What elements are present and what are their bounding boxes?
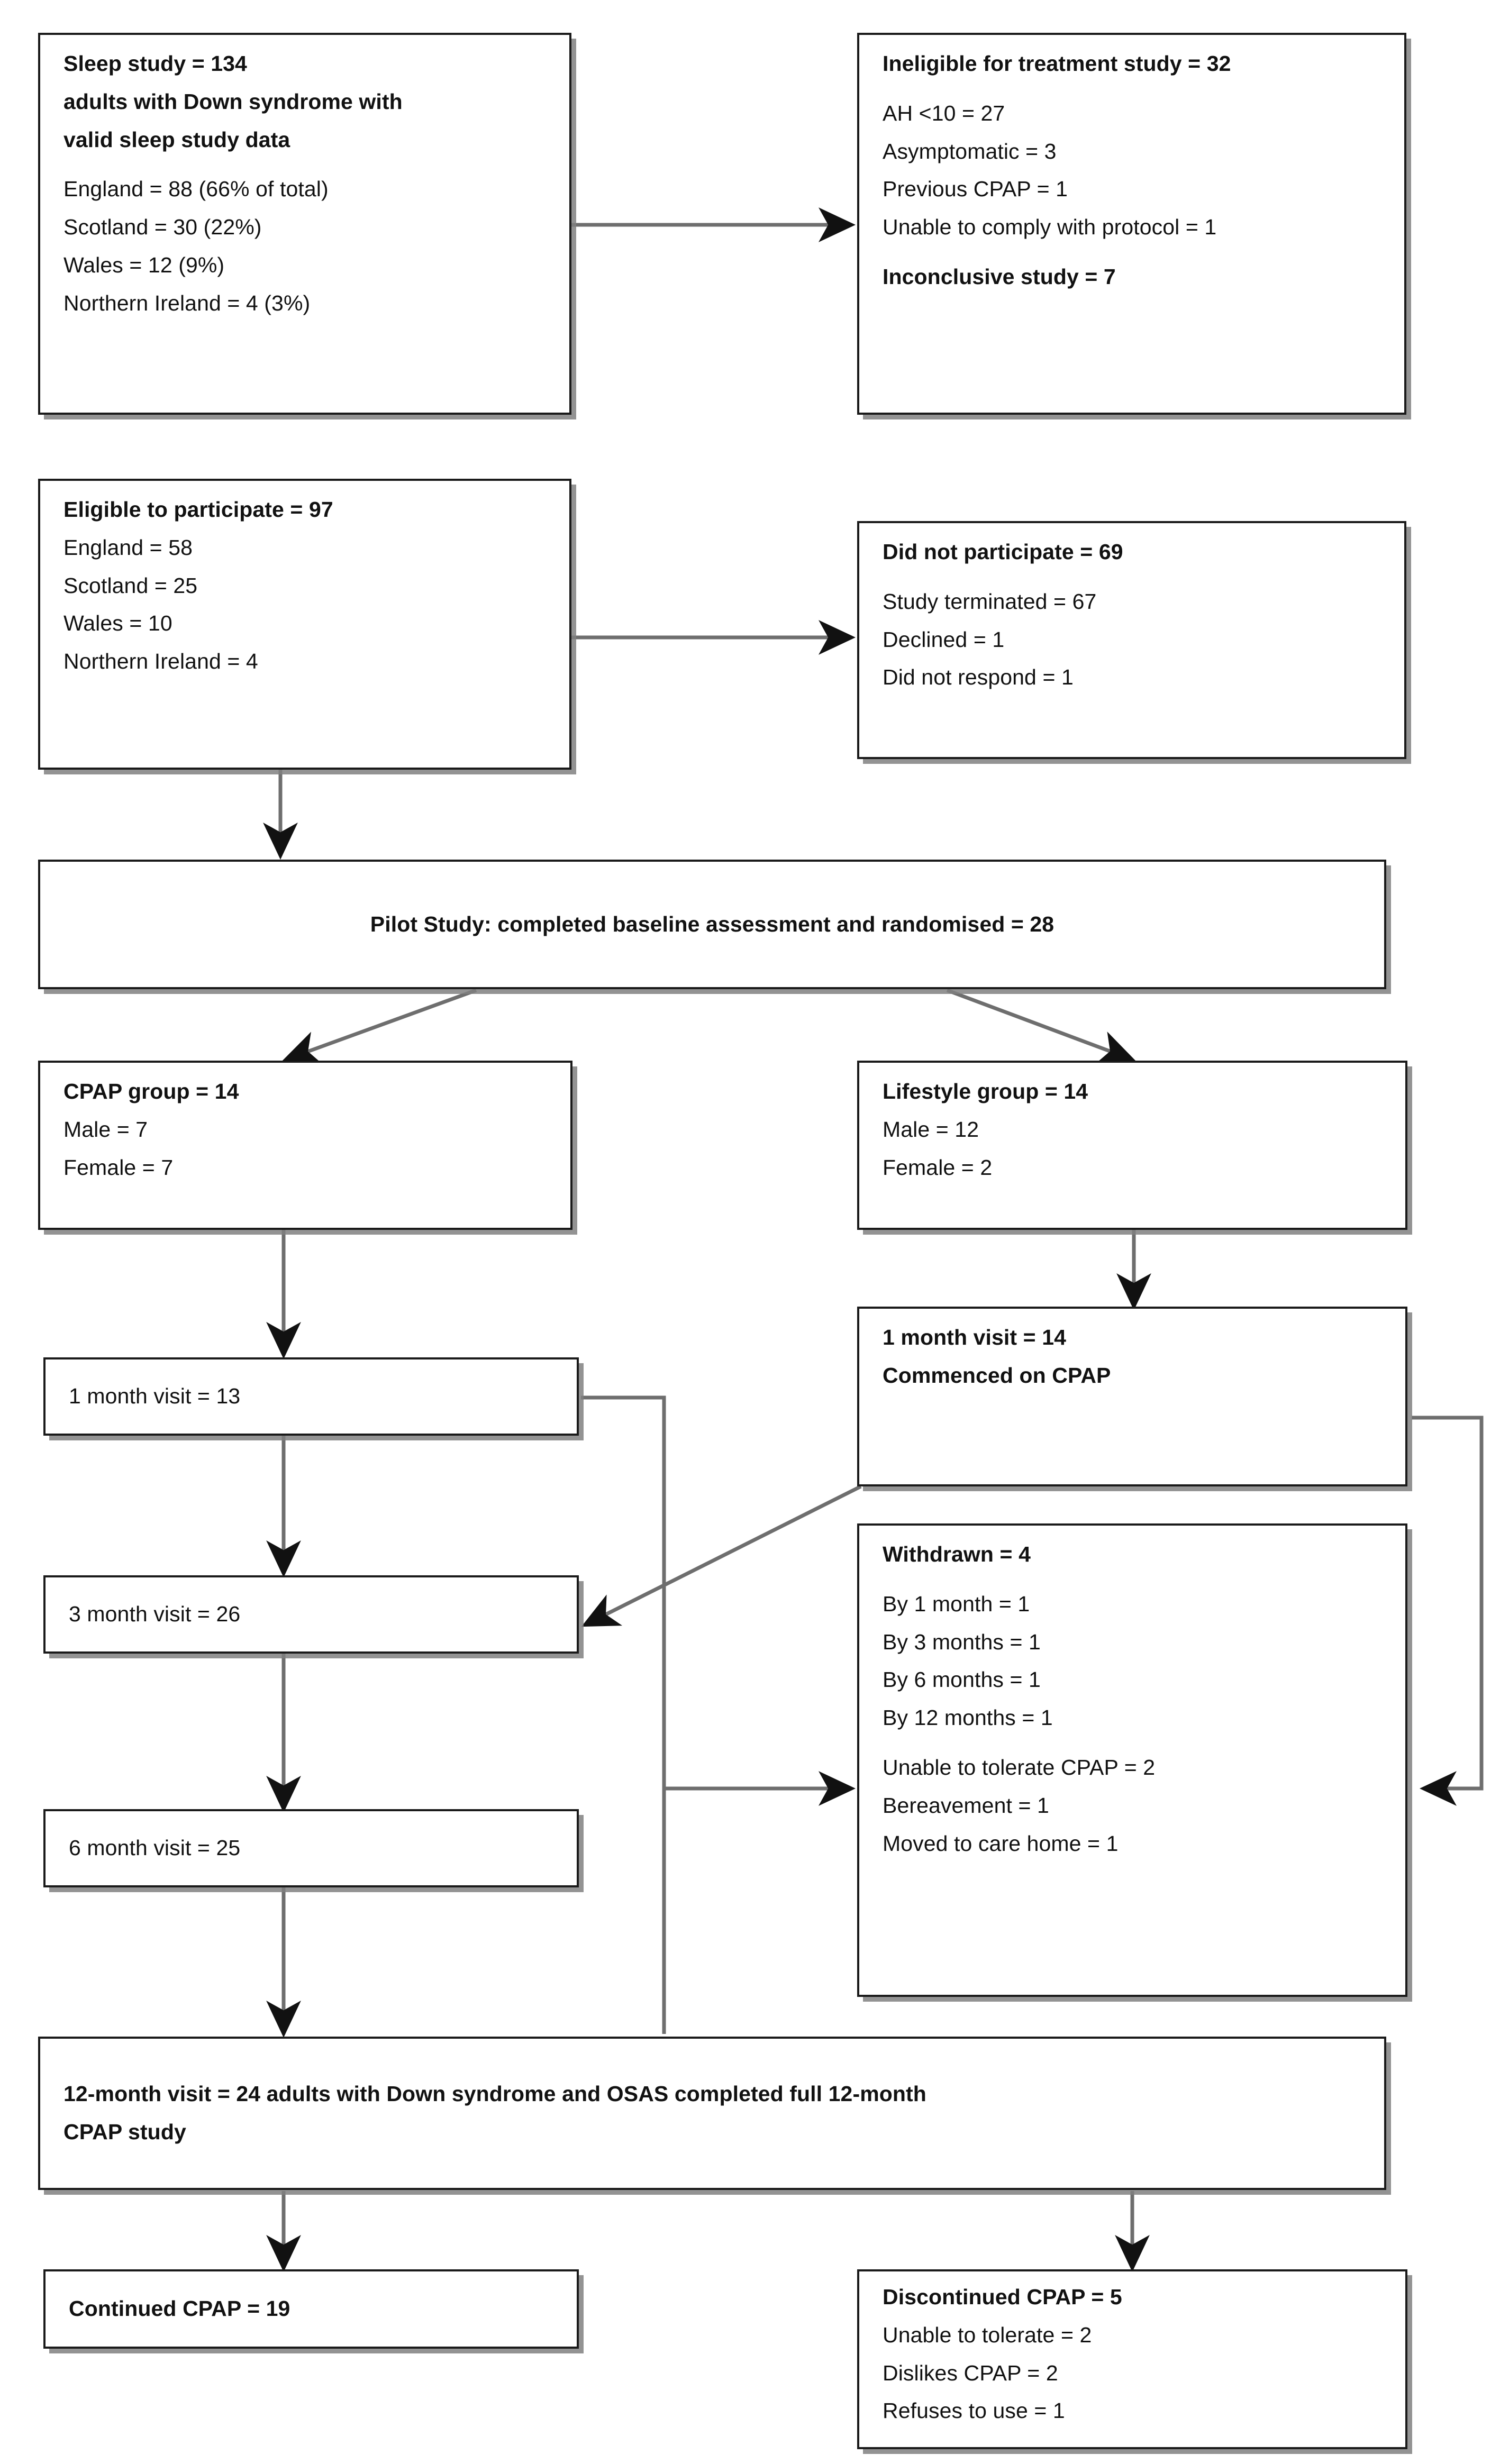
box-pilot-study: Pilot Study: completed baseline assessme…	[38, 860, 1386, 989]
box-ineligible-for-treatment: Ineligible for treatment study = 32 AH <…	[857, 33, 1406, 415]
sleep-study-heading-3: valid sleep study data	[63, 127, 290, 152]
pilot-study-heading: Pilot Study: completed baseline assessme…	[370, 911, 1055, 936]
sleep-study-heading-2: adults with Down syndrome with	[63, 89, 403, 114]
sleep-study-item-england: England = 88 (66% of total)	[63, 177, 329, 202]
eligible-item-wales: Wales = 10	[63, 611, 172, 636]
ineligible-footer-inconclusive: Inconclusive study = 7	[883, 264, 1116, 289]
sleep-study-item-wales: Wales = 12 (9%)	[63, 253, 225, 278]
discontinued-cpap-refuses: Refuses to use = 1	[883, 2398, 1065, 2423]
withdrawn-heading: Withdrawn = 4	[883, 1542, 1031, 1566]
dnp-heading: Did not participate = 69	[883, 540, 1123, 564]
visit-12-month-line-1: 12-month visit = 24 adults with Down syn…	[63, 2082, 926, 2106]
box-sleep-study: Sleep study = 134 adults with Down syndr…	[38, 33, 571, 415]
lifestyle-group-male: Male = 12	[883, 1117, 979, 1142]
sleep-study-item-scotland: Scotland = 30 (22%)	[63, 215, 262, 240]
connector-visit1right-to-withdrawn	[1412, 1416, 1484, 1806]
box-visit-1-month-right: 1 month visit = 14 Commenced on CPAP	[857, 1307, 1407, 1486]
withdrawn-by-6-months: By 6 months = 1	[883, 1667, 1041, 1692]
box-lifestyle-group: Lifestyle group = 14 Male = 12 Female = …	[857, 1061, 1407, 1230]
dnp-item-study-terminated: Study terminated = 67	[883, 589, 1097, 614]
withdrawn-reason-unable-to-tolerate: Unable to tolerate CPAP = 2	[883, 1755, 1156, 1780]
cpap-group-heading: CPAP group = 14	[63, 1079, 239, 1103]
visit-1-month-left-heading: 1 month visit = 13	[69, 1384, 241, 1409]
visit-12-month-line-2: CPAP study	[63, 2120, 186, 2144]
withdrawn-by-1-month: By 1 month = 1	[883, 1591, 1030, 1616]
box-visit-6-month: 6 month visit = 25	[43, 1809, 579, 1887]
connector-pilot-to-lifestyle	[946, 988, 1136, 1064]
box-continued-cpap: Continued CPAP = 19	[43, 2269, 579, 2349]
visit-6-month-heading: 6 month visit = 25	[69, 1836, 241, 1860]
ineligible-item-asymptomatic: Asymptomatic = 3	[883, 139, 1057, 163]
eligible-item-northern-ireland: Northern Ireland = 4	[63, 649, 258, 674]
lifestyle-group-heading: Lifestyle group = 14	[883, 1079, 1088, 1103]
box-discontinued-cpap: Discontinued CPAP = 5 Unable to tolerate…	[857, 2269, 1407, 2449]
cpap-group-female: Female = 7	[63, 1155, 174, 1180]
dnp-item-did-not-respond: Did not respond = 1	[883, 665, 1074, 690]
continued-cpap-heading: Continued CPAP = 19	[69, 2296, 290, 2321]
discontinued-cpap-unable-to-tolerate: Unable to tolerate = 2	[883, 2322, 1092, 2347]
dnp-item-declined: Declined = 1	[883, 627, 1005, 652]
eligible-item-scotland: Scotland = 25	[63, 573, 198, 598]
ineligible-heading: Ineligible for treatment study = 32	[883, 51, 1231, 76]
cpap-group-male: Male = 7	[63, 1117, 148, 1142]
box-withdrawn: Withdrawn = 4 By 1 month = 1 By 3 months…	[857, 1523, 1407, 1997]
ineligible-item-ah: AH <10 = 27	[883, 101, 1005, 125]
connector-pilot-to-cpap	[282, 988, 477, 1065]
connector-visit1left-to-withdrawn	[581, 1395, 856, 1806]
box-visit-3-month: 3 month visit = 26	[43, 1575, 579, 1654]
visit-1-month-right-subtext: Commenced on CPAP	[883, 1363, 1111, 1388]
ineligible-item-previous-cpap: Previous CPAP = 1	[883, 177, 1068, 202]
withdrawn-by-12-months: By 12 months = 1	[883, 1705, 1053, 1730]
sleep-study-heading-1: Sleep study = 134	[63, 51, 247, 76]
withdrawn-by-3-months: By 3 months = 1	[883, 1629, 1041, 1654]
discontinued-cpap-heading: Discontinued CPAP = 5	[883, 2285, 1122, 2309]
eligible-heading: Eligible to participate = 97	[63, 497, 333, 522]
box-visit-1-month-left: 1 month visit = 13	[43, 1357, 579, 1436]
withdrawn-reason-bereavement: Bereavement = 1	[883, 1793, 1049, 1818]
box-visit-12-month: 12-month visit = 24 adults with Down syn…	[38, 2037, 1386, 2190]
discontinued-cpap-dislikes: Dislikes CPAP = 2	[883, 2360, 1058, 2385]
withdrawn-reason-care-home: Moved to care home = 1	[883, 1831, 1119, 1856]
box-eligible-to-participate: Eligible to participate = 97 England = 5…	[38, 479, 571, 770]
ineligible-item-unable-to-comply: Unable to comply with protocol = 1	[883, 215, 1217, 240]
visit-3-month-heading: 3 month visit = 26	[69, 1602, 241, 1627]
lifestyle-group-female: Female = 2	[883, 1155, 993, 1180]
sleep-study-item-northern-ireland: Northern Ireland = 4 (3%)	[63, 290, 311, 315]
eligible-item-england: England = 58	[63, 535, 193, 560]
box-did-not-participate: Did not participate = 69 Study terminate…	[857, 521, 1406, 759]
box-cpap-group: CPAP group = 14 Male = 7 Female = 7	[38, 1061, 572, 1230]
visit-1-month-right-heading: 1 month visit = 14	[883, 1325, 1066, 1349]
connector-visit1right-to-visit3	[581, 1484, 862, 1627]
